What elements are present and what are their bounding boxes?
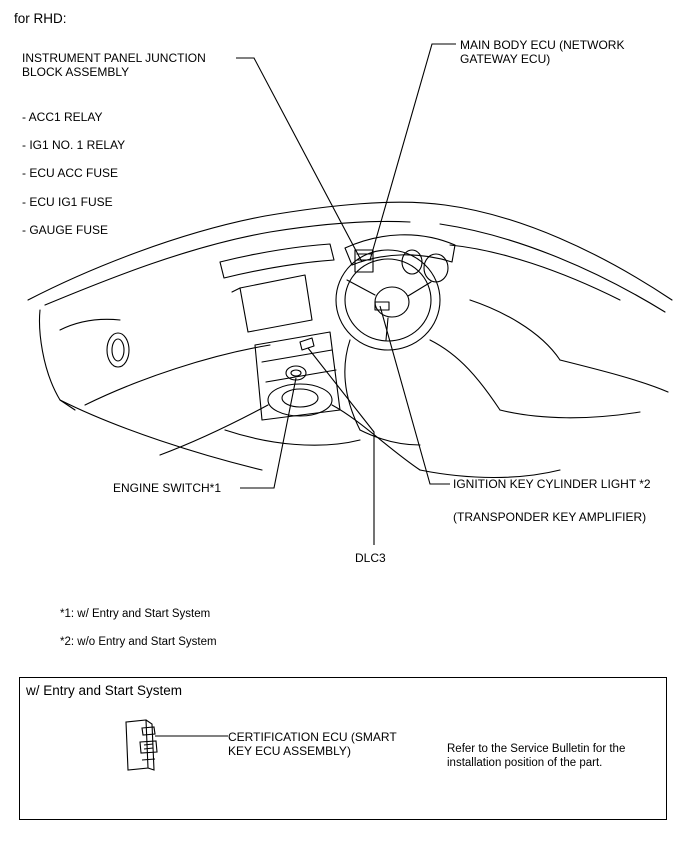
junction-item-ecu-ig1-fuse: - ECU IG1 FUSE <box>22 195 113 209</box>
ignition-key-cylinder-light-label: IGNITION KEY CYLINDER LIGHT *2 <box>453 477 651 491</box>
leader-dlc3 <box>307 347 375 545</box>
footnote-2: *2: w/o Entry and Start System <box>60 636 217 648</box>
certification-ecu-icon <box>125 719 158 771</box>
engine-switch-label: ENGINE SWITCH*1 <box>113 481 222 495</box>
main-body-ecu-label-line2: GATEWAY ECU) <box>460 52 551 66</box>
leader-engine-switch <box>240 377 297 489</box>
entry-start-system-box: w/ Entry and Start System CERTIFICATION … <box>19 677 667 820</box>
certification-ecu-label-line1: CERTIFICATION ECU (SMART <box>228 730 397 744</box>
junction-item-gauge-fuse: - GAUGE FUSE <box>22 223 109 237</box>
main-body-ecu-label-line1: MAIN BODY ECU (NETWORK <box>460 38 625 52</box>
junction-item-acc1-relay: - ACC1 RELAY <box>22 110 103 124</box>
variant-label: for RHD: <box>14 11 67 26</box>
footnote-1: *1: w/ Entry and Start System <box>60 608 211 620</box>
junction-item-ig1-relay: - IG1 NO. 1 RELAY <box>22 138 126 152</box>
service-bulletin-note-line1: Refer to the Service Bulletin for the <box>447 743 626 755</box>
service-bulletin-note-line2: installation position of the part. <box>447 757 603 769</box>
leader-main-body-ecu <box>369 43 456 261</box>
junction-item-ecu-acc-fuse: - ECU ACC FUSE <box>22 166 119 180</box>
leader-ip-junction-block <box>236 57 363 263</box>
certification-ecu-label-line2: KEY ECU ASSEMBLY) <box>228 744 351 758</box>
dlc3-label: DLC3 <box>355 551 386 565</box>
leader-ignition-key-cylinder-light <box>379 305 450 485</box>
ip-junction-block-label-line1: INSTRUMENT PANEL JUNCTION <box>22 51 206 65</box>
transponder-key-amplifier-label: (TRANSPONDER KEY AMPLIFIER) <box>453 510 647 524</box>
entry-start-box-title: w/ Entry and Start System <box>26 683 183 698</box>
ip-junction-block-label-line2: BLOCK ASSEMBLY <box>22 65 130 79</box>
